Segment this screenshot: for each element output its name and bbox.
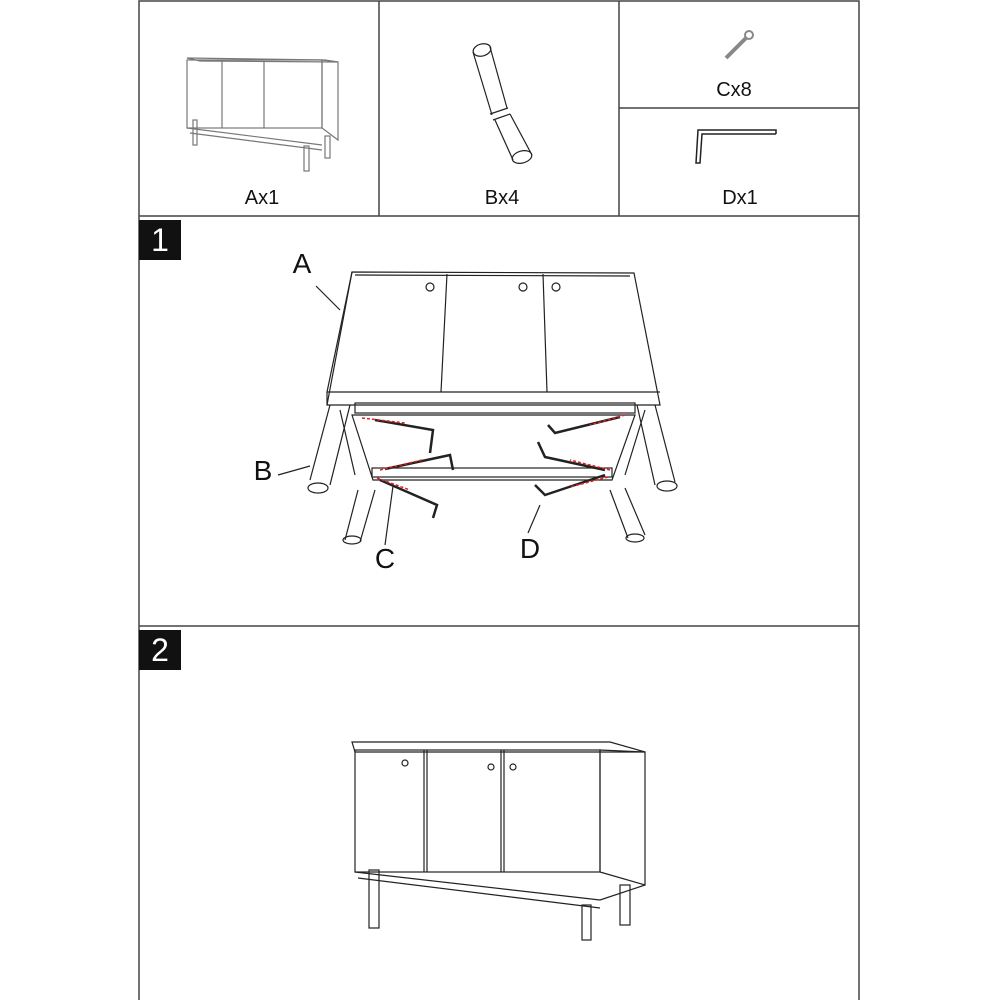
part-b-label: Bx4 (484, 187, 520, 209)
callout-c: C (374, 543, 396, 574)
part-c-bolt-icon (724, 30, 754, 60)
part-a-cabinet-icon (186, 57, 339, 172)
callout-a: A (292, 248, 312, 279)
part-c-label: Cx8 (716, 79, 752, 101)
frame-lines (138, 0, 860, 1000)
step1-leader-lines (277, 285, 541, 546)
step2-cabinet-drawing (351, 741, 646, 941)
part-a-label: Ax1 (244, 187, 280, 209)
part-d-label: Dx1 (722, 187, 758, 209)
callout-b: B (253, 455, 273, 486)
callout-d: D (519, 533, 541, 564)
step-2-badge: 2 (139, 630, 181, 670)
part-d-allen-key-icon (695, 129, 777, 164)
step1-screw-arrows (361, 414, 626, 491)
step-1-badge: 1 (139, 220, 181, 260)
step1-cabinet-drawing (307, 271, 678, 545)
part-b-leg-icon (472, 43, 533, 164)
